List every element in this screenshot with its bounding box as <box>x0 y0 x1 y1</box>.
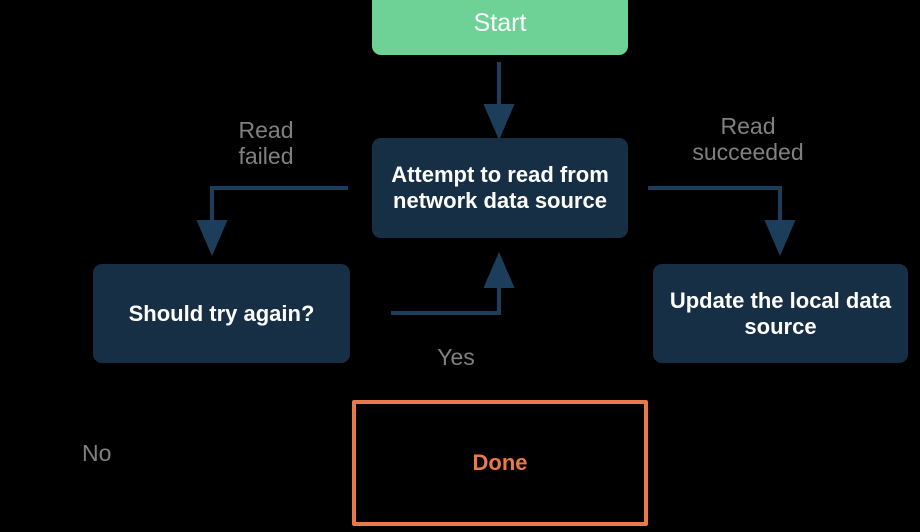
node-attempt-read-label: Attempt to read from network data source <box>391 162 609 213</box>
node-update-local[interactable]: Update the local data source <box>653 264 908 363</box>
edge-label-read-failed: Read failed <box>238 117 294 170</box>
edge-label-read-succeeded: Read succeeded <box>692 113 804 166</box>
node-should-try-again[interactable]: Should try again? <box>93 264 350 363</box>
node-done-label: Done <box>472 450 528 476</box>
node-update-local-label: Update the local data source <box>669 287 892 339</box>
node-start[interactable]: Start <box>372 0 628 55</box>
node-start-label: Start <box>473 8 527 37</box>
node-attempt-read[interactable]: Attempt to read from network data source <box>372 138 628 238</box>
node-done[interactable]: Done <box>352 400 648 526</box>
edge-should-try-again-yes-to-attempt <box>391 252 515 315</box>
edge-attempt-to-should-try-again <box>196 186 348 256</box>
edge-label-yes: Yes <box>437 344 475 370</box>
edge-label-no: No <box>82 440 112 466</box>
edge-attempt-to-update-local <box>648 186 796 256</box>
node-should-try-again-label: Should try again? <box>128 300 315 326</box>
